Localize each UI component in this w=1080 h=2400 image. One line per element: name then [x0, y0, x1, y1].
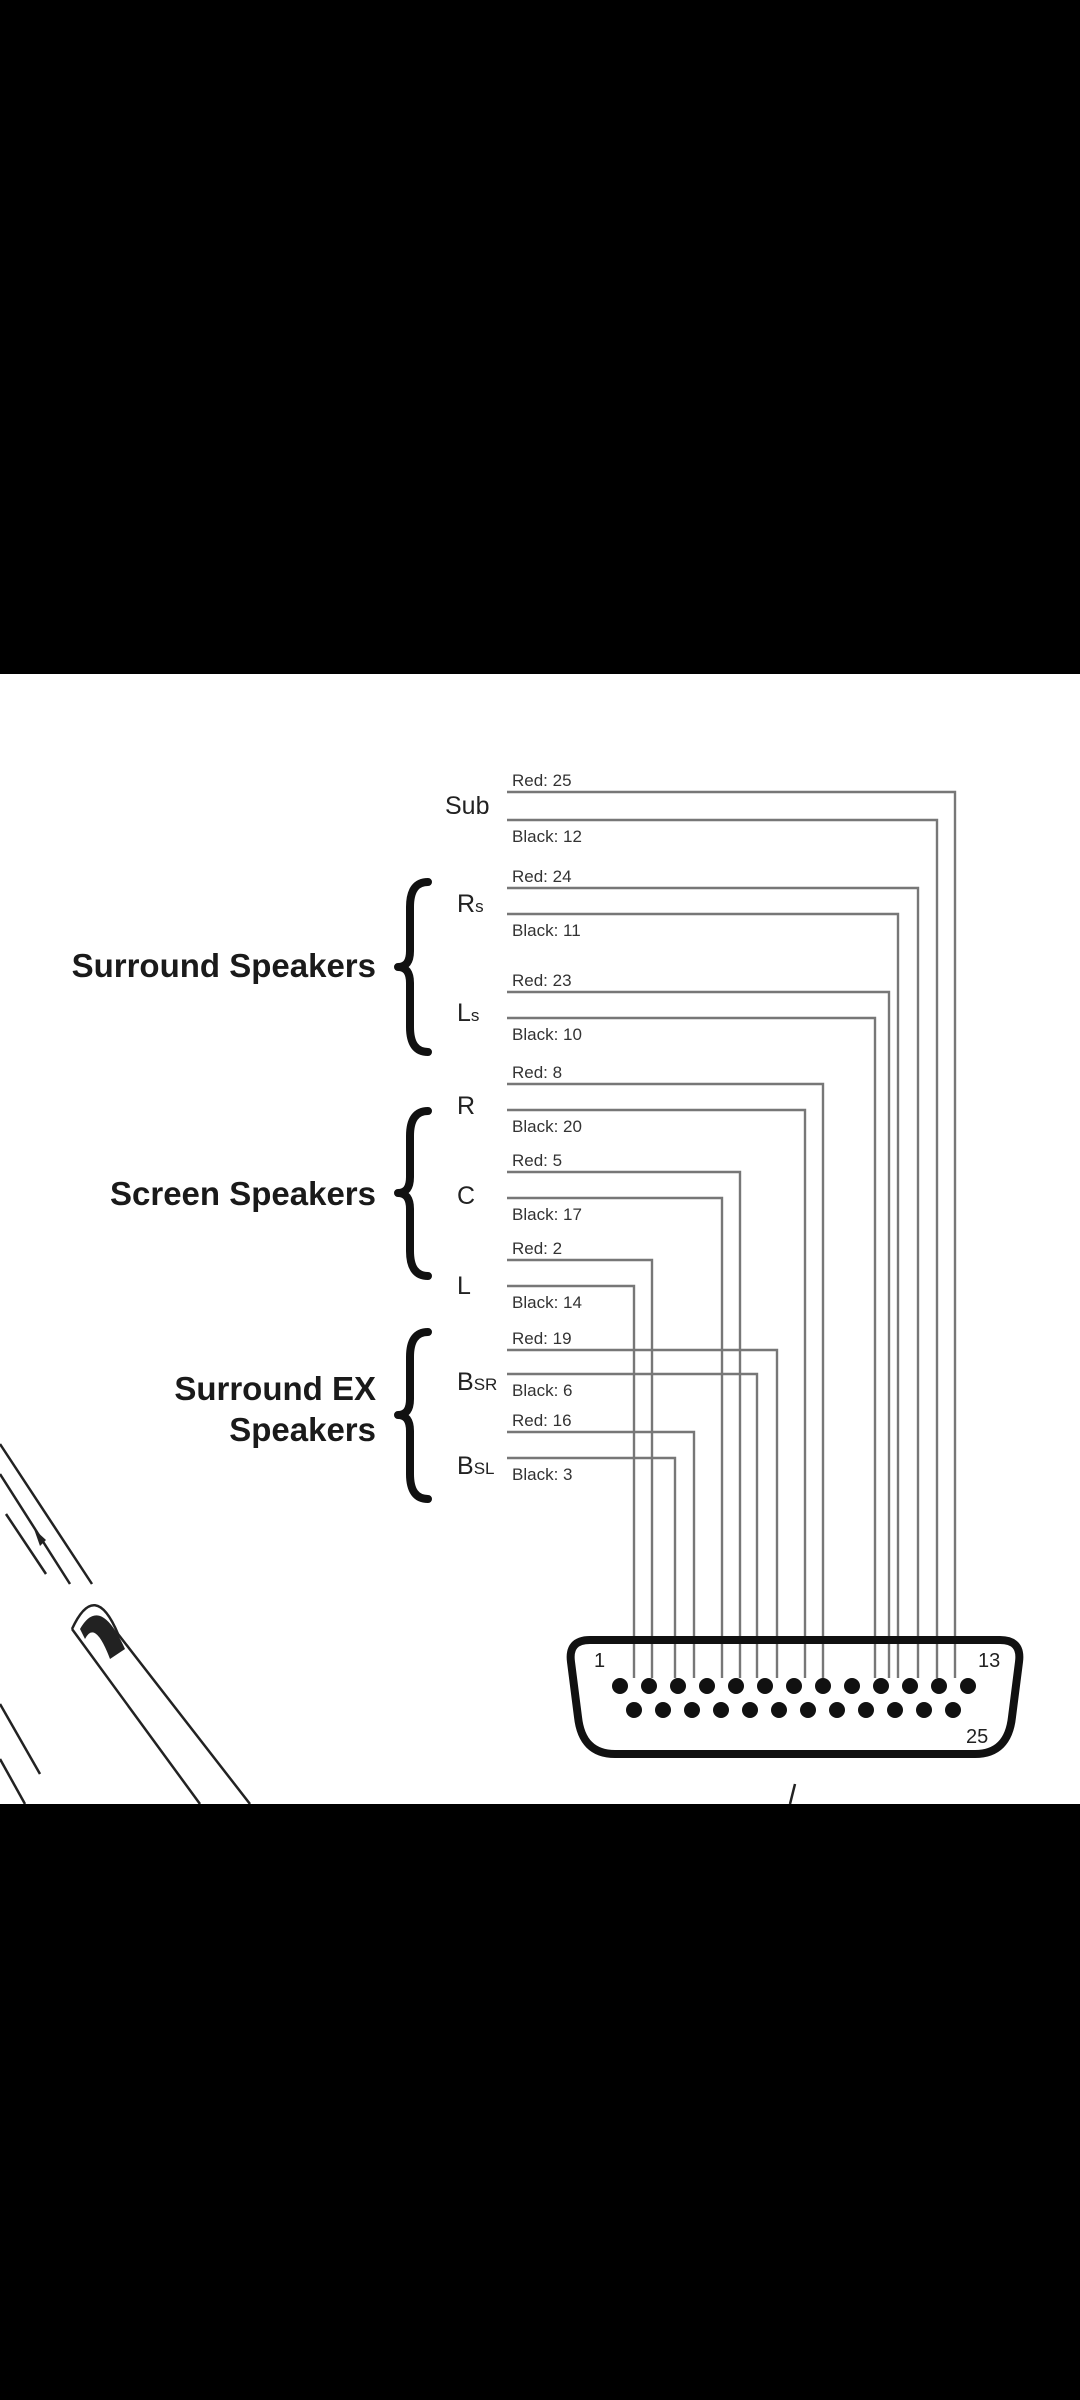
red-wire-label: Red: 2 — [512, 1239, 562, 1258]
red-wire-label: Red: 16 — [512, 1411, 572, 1430]
connector-pin — [771, 1702, 787, 1718]
screwdriver-illustration — [0, 1443, 797, 1804]
black-wire-label: Black: 17 — [512, 1205, 582, 1224]
speaker-group-label: Surround EX — [174, 1370, 376, 1407]
black-wire-label: Black: 12 — [512, 827, 582, 846]
speaker-designation-sub: s — [475, 897, 484, 916]
speaker-designation: BSR — [457, 1368, 497, 1396]
connector-pin — [655, 1702, 671, 1718]
connector-pin — [829, 1702, 845, 1718]
red-wire-label: Red: 19 — [512, 1329, 572, 1348]
connector-pin — [887, 1702, 903, 1718]
speaker-designation-main: L — [457, 999, 471, 1027]
red-wire-label: Red: 24 — [512, 867, 572, 886]
wire-red-3 — [507, 1082, 825, 1678]
wire-red-2 — [507, 990, 891, 1678]
speaker-group-label: Speakers — [229, 1411, 376, 1448]
connector-pin — [800, 1702, 816, 1718]
red-wire-label: Red: 5 — [512, 1151, 562, 1170]
speaker-designation-main: R — [457, 1092, 475, 1120]
speaker-designation-sub: SL — [474, 1459, 495, 1478]
connector-pin — [902, 1678, 918, 1694]
group-brace — [394, 1107, 432, 1280]
speaker-designation-main: B — [457, 1452, 474, 1480]
group-brace — [394, 1328, 432, 1503]
connector-pin — [858, 1702, 874, 1718]
black-wire-label: Black: 6 — [512, 1381, 572, 1400]
red-wire-label: Red: 23 — [512, 971, 572, 990]
group-brace — [394, 878, 432, 1056]
wiring-diagram-panel: 1 13 25 Sub Red: 25 Black: 12 Rs Red: 24 Blac… — [0, 674, 1080, 1804]
speaker-designation: Ls — [457, 999, 479, 1027]
speaker-designation-main: R — [457, 890, 475, 918]
speaker-designation-main: L — [457, 1272, 471, 1300]
black-wire-label: Black: 14 — [512, 1293, 582, 1312]
connector-pin — [612, 1678, 628, 1694]
speaker-designation: R — [457, 1092, 475, 1120]
connector-pin — [757, 1678, 773, 1694]
speaker-designation-main: Sub — [445, 792, 489, 820]
wire-red-5 — [507, 1258, 654, 1678]
connector-pin — [728, 1678, 744, 1694]
wire-black-1 — [507, 912, 900, 1678]
connector-pin — [670, 1678, 686, 1694]
wire-red-0 — [507, 790, 957, 1678]
wire-red-6 — [507, 1348, 779, 1678]
connector-pin — [684, 1702, 700, 1718]
wire-red-7 — [507, 1430, 696, 1678]
black-wire-label: Black: 20 — [512, 1117, 582, 1136]
connector-pin — [945, 1702, 961, 1718]
speaker-designation: L — [457, 1272, 471, 1300]
wire-black-0 — [507, 818, 939, 1678]
connector-pin — [931, 1678, 947, 1694]
wire-black-5 — [507, 1284, 636, 1678]
speaker-group-label: Surround Speakers — [72, 947, 376, 984]
connector-pin — [699, 1678, 715, 1694]
black-wire-label: Black: 11 — [512, 921, 581, 940]
connector-pin — [960, 1678, 976, 1694]
wire-runs — [507, 790, 957, 1678]
connector-pin — [713, 1702, 729, 1718]
speaker-group-label: Screen Speakers — [110, 1175, 376, 1212]
wire-red-1 — [507, 886, 920, 1678]
connector-pin — [786, 1678, 802, 1694]
connector-pin — [742, 1702, 758, 1718]
speaker-designation: BSL — [457, 1452, 494, 1480]
wire-black-6 — [507, 1372, 759, 1678]
speaker-designation: Rs — [457, 890, 484, 918]
black-wire-label: Black: 10 — [512, 1025, 582, 1044]
wire-black-3 — [507, 1108, 807, 1678]
pin-label-25: 25 — [966, 1726, 988, 1748]
group-braces — [394, 878, 432, 1503]
connector-pins — [612, 1678, 976, 1718]
speaker-designation: Sub — [445, 792, 489, 820]
wire-black-4 — [507, 1196, 724, 1678]
speaker-designation-sub: SR — [474, 1375, 498, 1394]
wire-red-4 — [507, 1170, 742, 1678]
black-wire-label: Black: 3 — [512, 1465, 572, 1484]
db25-wiring-diagram: 1 13 25 Sub Red: 25 Black: 12 Rs Red: 24 Blac… — [0, 771, 1024, 1804]
connector-pin — [916, 1702, 932, 1718]
red-wire-label: Red: 8 — [512, 1063, 562, 1082]
speaker-designation-main: C — [457, 1182, 475, 1210]
red-wire-label: Red: 25 — [512, 771, 572, 790]
speaker-designation-main: B — [457, 1368, 474, 1396]
speaker-designation: C — [457, 1182, 475, 1210]
wire-black-2 — [507, 1016, 877, 1678]
pin-label-1: 1 — [594, 1650, 605, 1672]
connector-pin — [641, 1678, 657, 1694]
connector-pin — [844, 1678, 860, 1694]
wire-black-7 — [507, 1456, 677, 1678]
speaker-designation-sub: s — [471, 1006, 480, 1025]
connector-pin — [626, 1702, 642, 1718]
pin-label-13: 13 — [978, 1650, 1000, 1672]
connector-pin — [873, 1678, 889, 1694]
db25-connector: 1 13 25 — [566, 1636, 1024, 1758]
connector-pin — [815, 1678, 831, 1694]
